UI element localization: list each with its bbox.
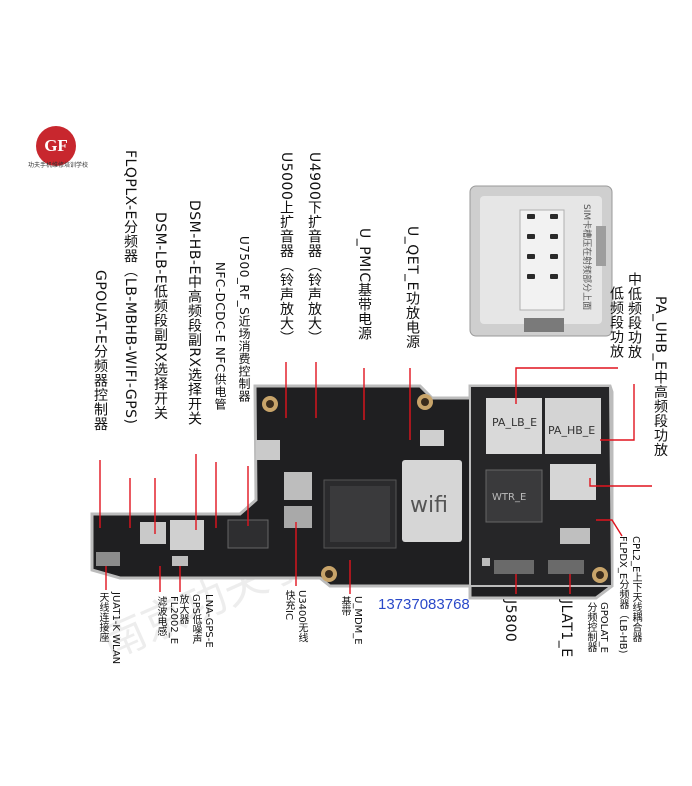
bottom-label-2-l2: GPS低噪声 bbox=[190, 594, 201, 645]
bottom-label-6-l1: JLAT1_E bbox=[558, 600, 574, 658]
top-label-9: U_QET_E功放电源 bbox=[404, 226, 420, 350]
top-label-0: GPOUAT-E分频器控制器 bbox=[92, 270, 108, 432]
bottom-label-0-l2: 天线连接座 bbox=[97, 592, 108, 642]
top-label-2: DSM-LB-E低频段副RX选择开关 bbox=[152, 212, 168, 421]
bottom-label-3-l1: U3400无线 bbox=[296, 590, 307, 643]
top-label-4: NFC-DCDC-E NFC供电管 bbox=[213, 262, 227, 411]
right-label-1: 中低频段功放 bbox=[626, 272, 642, 359]
bottom-label-0-l1: JUAT1-K WLAN bbox=[110, 592, 121, 665]
logic-board bbox=[90, 384, 614, 600]
top-label-8: U_PMIC基带电源 bbox=[356, 228, 372, 341]
bottom-label-7-l1: GPOLAT_E bbox=[598, 602, 609, 653]
bottom-label-2-l1: LNA-GPS-E bbox=[203, 594, 214, 648]
bottom-label-3-l2: 快充IC bbox=[283, 590, 294, 620]
pa-lb-chip-mark: PA_LB_E bbox=[492, 416, 537, 429]
bottom-label-4-l1: U_MDM_E bbox=[352, 596, 363, 645]
top-label-6: U5000上扩音器（铃声放大） bbox=[278, 152, 294, 346]
bottom-label-5-l1: J5800 bbox=[502, 600, 518, 643]
bottom-label-7-l2: 分频控制器 bbox=[585, 602, 596, 652]
top-label-5: U7500_RF_S近场消费控制器 bbox=[237, 236, 251, 403]
phone-number: 13737083768 bbox=[378, 596, 470, 613]
right-label-0: 低频段功放 bbox=[608, 286, 624, 359]
sim-label: SIM卡槽压在射频部分上面 bbox=[581, 204, 593, 310]
top-label-1: FLQPLX-E分频器（LB-MBHB-WIFI-GPS) bbox=[122, 150, 138, 425]
top-label-3: DSM-HB-E中高频段副RX选择开关 bbox=[186, 200, 202, 426]
bottom-label-1-l1: FL2002_E bbox=[168, 596, 179, 645]
bottom-label-1-l2: 滤波电感 bbox=[155, 596, 166, 636]
pa-hb-chip-mark: PA_HB_E bbox=[548, 424, 595, 437]
school-logo: GF bbox=[36, 126, 76, 166]
logo-mark: GF bbox=[44, 136, 68, 155]
right-label-2: PA_UHB_E中高频段功放 bbox=[652, 296, 668, 458]
top-label-7: U4900下扩音器（铃声放大） bbox=[306, 152, 322, 346]
bottom-label-3: U3400无线快充IC bbox=[282, 590, 307, 643]
bottom-label-4-l2: 基带 bbox=[339, 596, 350, 616]
logo-subtitle: 功夫手机维修培训学校 bbox=[28, 162, 89, 169]
leader-lines bbox=[99, 362, 652, 594]
bottom-label-5: J5800 bbox=[502, 600, 518, 642]
wtr-chip-mark: WTR_E bbox=[492, 492, 526, 503]
bottom-label-8-l2: FLPDX_E分频器（LB-HB) bbox=[617, 536, 628, 654]
bottom-label-6: JLAT1_E bbox=[558, 600, 574, 658]
bottom-label-8-l1: CPL2_E上下天线耦合器 bbox=[630, 536, 641, 643]
wifi-chip-mark: wifi bbox=[410, 493, 448, 518]
sim-tray bbox=[469, 185, 613, 337]
bottom-label-2-l3: 放大器 bbox=[177, 594, 188, 624]
